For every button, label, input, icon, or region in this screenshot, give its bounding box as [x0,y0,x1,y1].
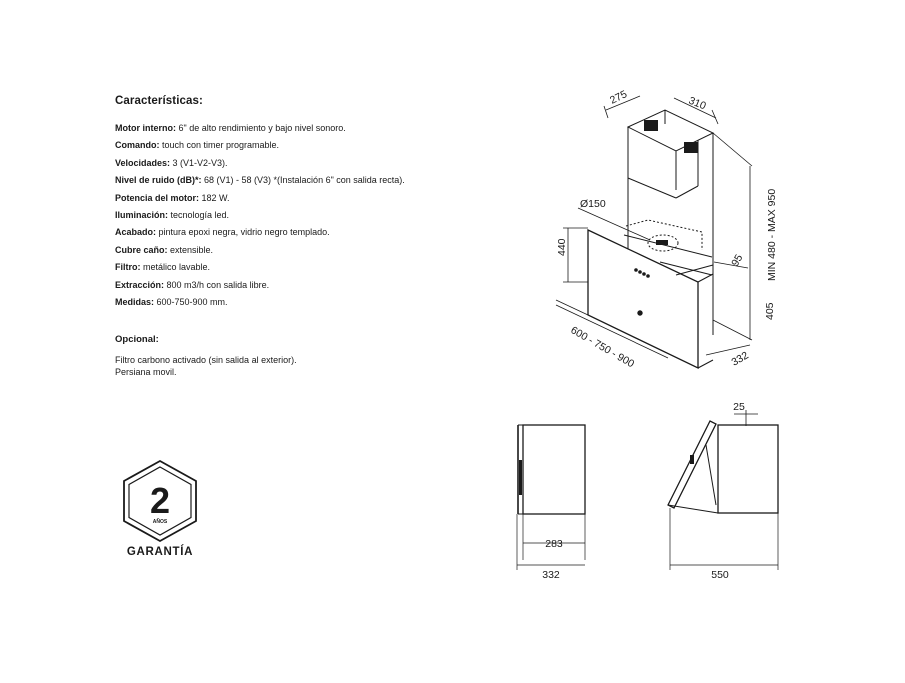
spec-label: Potencia del motor: [115,192,200,203]
spec-label: Extracción: [115,279,165,290]
spec-value: touch con timer programable. [159,140,280,151]
dimension-lines [555,95,753,359]
hood-isometric-drawing [587,109,715,370]
spec-row: Motor interno: 6" de alto rendimiento y … [115,120,495,137]
side-view-drawing [516,424,586,570]
specs-title: Características: [115,95,203,107]
spec-value: 3 (V1-V2-V3). [170,157,228,168]
spec-label: Acabado: [115,227,157,238]
hexagon-badge-icon: 2 AÑOS [123,459,197,543]
spec-value: 68 (V1) - 58 (V3) *(Instalación 6" con s… [201,175,405,186]
spec-row: Filtro: metálico lavable. [115,259,495,276]
dim-side-inner: 283 [545,538,563,550]
spec-row: Potencia del motor: 182 W. [115,190,495,207]
dim-top-width: 310 [687,95,708,113]
spec-row: Acabado: pintura epoxi negra, vidrio neg… [115,224,495,241]
spec-value: 800 m3/h con salida libre. [164,279,270,290]
dim-side-outer: 332 [542,569,560,581]
spec-value: 182 W. [199,192,230,203]
spec-value: tecnología led. [168,210,230,221]
spec-row: Comando: touch con timer programable. [115,137,495,154]
spec-value: metálico lavable. [140,262,211,273]
dim-height-range: MIN 480 - MAX 950 [766,189,778,281]
spec-label: Motor interno: [115,123,176,133]
dim-glass-height: 440 [556,238,568,256]
dim-open-depth: 550 [711,569,729,581]
warranty-unit: AÑOS [153,518,168,525]
spec-value: 6" de alto rendimiento y bajo nivel sono… [176,123,346,133]
spec-value: 600-750-900 mm. [154,297,228,308]
optional-title: Opcional: [115,334,159,346]
spec-label: Medidas: [115,297,155,308]
dim-top-depth: 275 [608,88,629,107]
spec-row: Medidas: 600-750-900 mm. [115,294,495,311]
specifications-block: Características: Motor interno: 6" de al… [115,95,495,378]
spec-row: Nivel de ruido (dB)*: 68 (V1) - 58 (V3) … [115,172,495,189]
spec-label: Iluminación: [115,210,169,221]
optional-item: Filtro carbono activado (sin salida al e… [115,355,297,366]
spec-label: Cubre caño: [115,244,168,255]
dim-outlet: Ø150 [580,198,606,210]
spec-value: extensible. [167,244,214,255]
spec-row: Extracción: 800 m3/h con salida libre. [115,277,495,294]
dim-offset: 95 [729,252,745,268]
spec-label: Nivel de ruido (dB)*: [115,175,202,186]
dim-open-gap: 25 [733,401,745,413]
spec-row: Cubre caño: extensible. [115,242,495,259]
dim-body-height: 405 [764,302,776,320]
optional-item: Persiana movil. [115,366,177,377]
spec-list: Motor interno: 6" de alto rendimiento y … [115,120,495,311]
optional-list: Filtro carbono activado (sin salida al e… [115,355,495,378]
open-view-drawing [667,410,779,570]
warranty-badge: 2 AÑOS GARANTÍA [118,458,204,558]
spec-label: Filtro: [115,262,141,273]
warranty-years: 2 [150,480,170,521]
spec-label: Velocidades: [115,157,171,168]
spec-row: Velocidades: 3 (V1-V2-V3). [115,155,495,172]
warranty-label: GARANTÍA [126,546,194,558]
spec-row: Iluminación: tecnología led. [115,207,495,224]
dim-depth: 332 [730,349,751,368]
spec-value: pintura epoxi negra, vidrio negro templa… [156,227,330,238]
spec-label: Comando: [115,140,160,151]
